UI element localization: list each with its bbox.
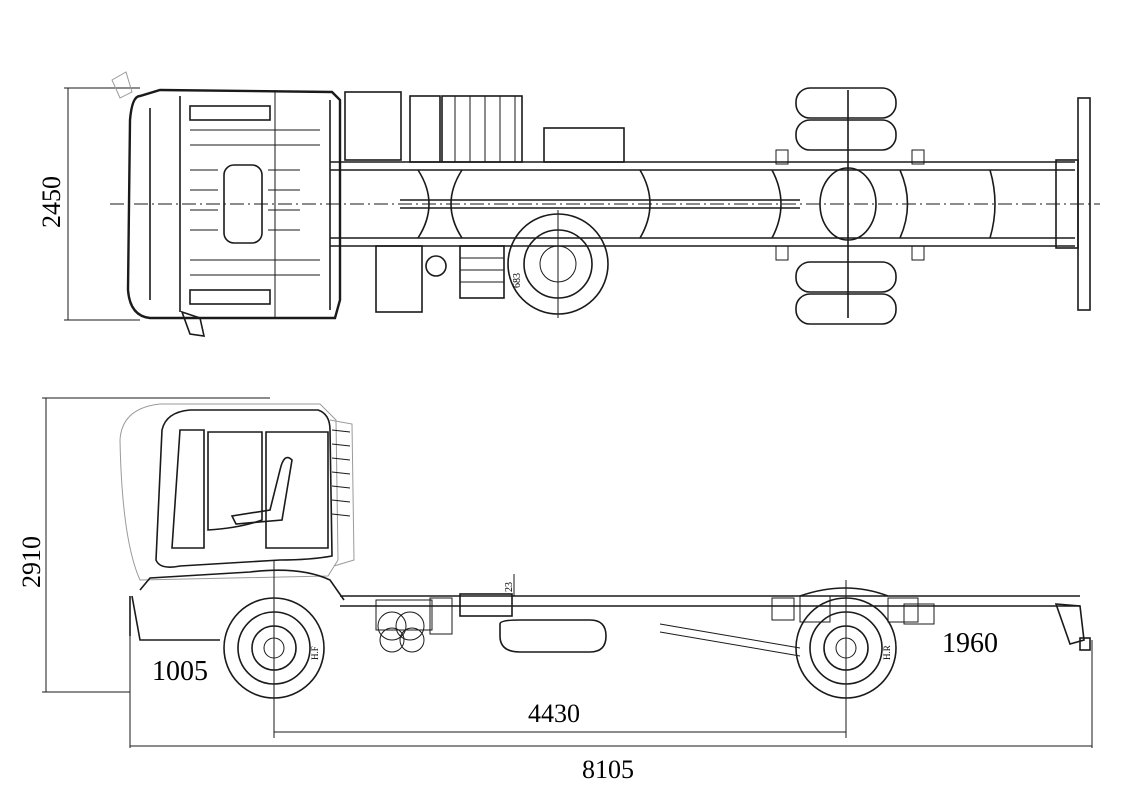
frame-height-label: 23: [504, 582, 515, 592]
front-axle-mark: H.F: [310, 646, 320, 660]
height-dimension-label: 2910: [17, 536, 46, 588]
mirror-right: [180, 310, 206, 337]
rear-overhang-label: 1960: [942, 628, 998, 659]
height-dimension-line: [42, 397, 270, 693]
wheelbase-label: 4430: [528, 699, 580, 728]
cab-side: [119, 403, 355, 641]
rear-axle-mark: H.R: [882, 645, 892, 660]
wheel-size-label: 683: [512, 273, 523, 288]
frame-side: [340, 587, 1091, 657]
width-dimension-line: [64, 87, 140, 321]
overall-length-label: 8105: [582, 755, 634, 784]
cab-top: [126, 88, 342, 320]
front-wheel-top: [507, 210, 609, 318]
front-overhang-label: 1005: [152, 656, 208, 687]
width-dimension-label: 2450: [37, 176, 66, 228]
top-view: 2450: [37, 71, 1100, 337]
rear-tyres-top: [775, 87, 925, 325]
components-top: [344, 91, 625, 313]
side-view: 2910: [17, 397, 1093, 784]
mirror-left: [111, 71, 133, 99]
